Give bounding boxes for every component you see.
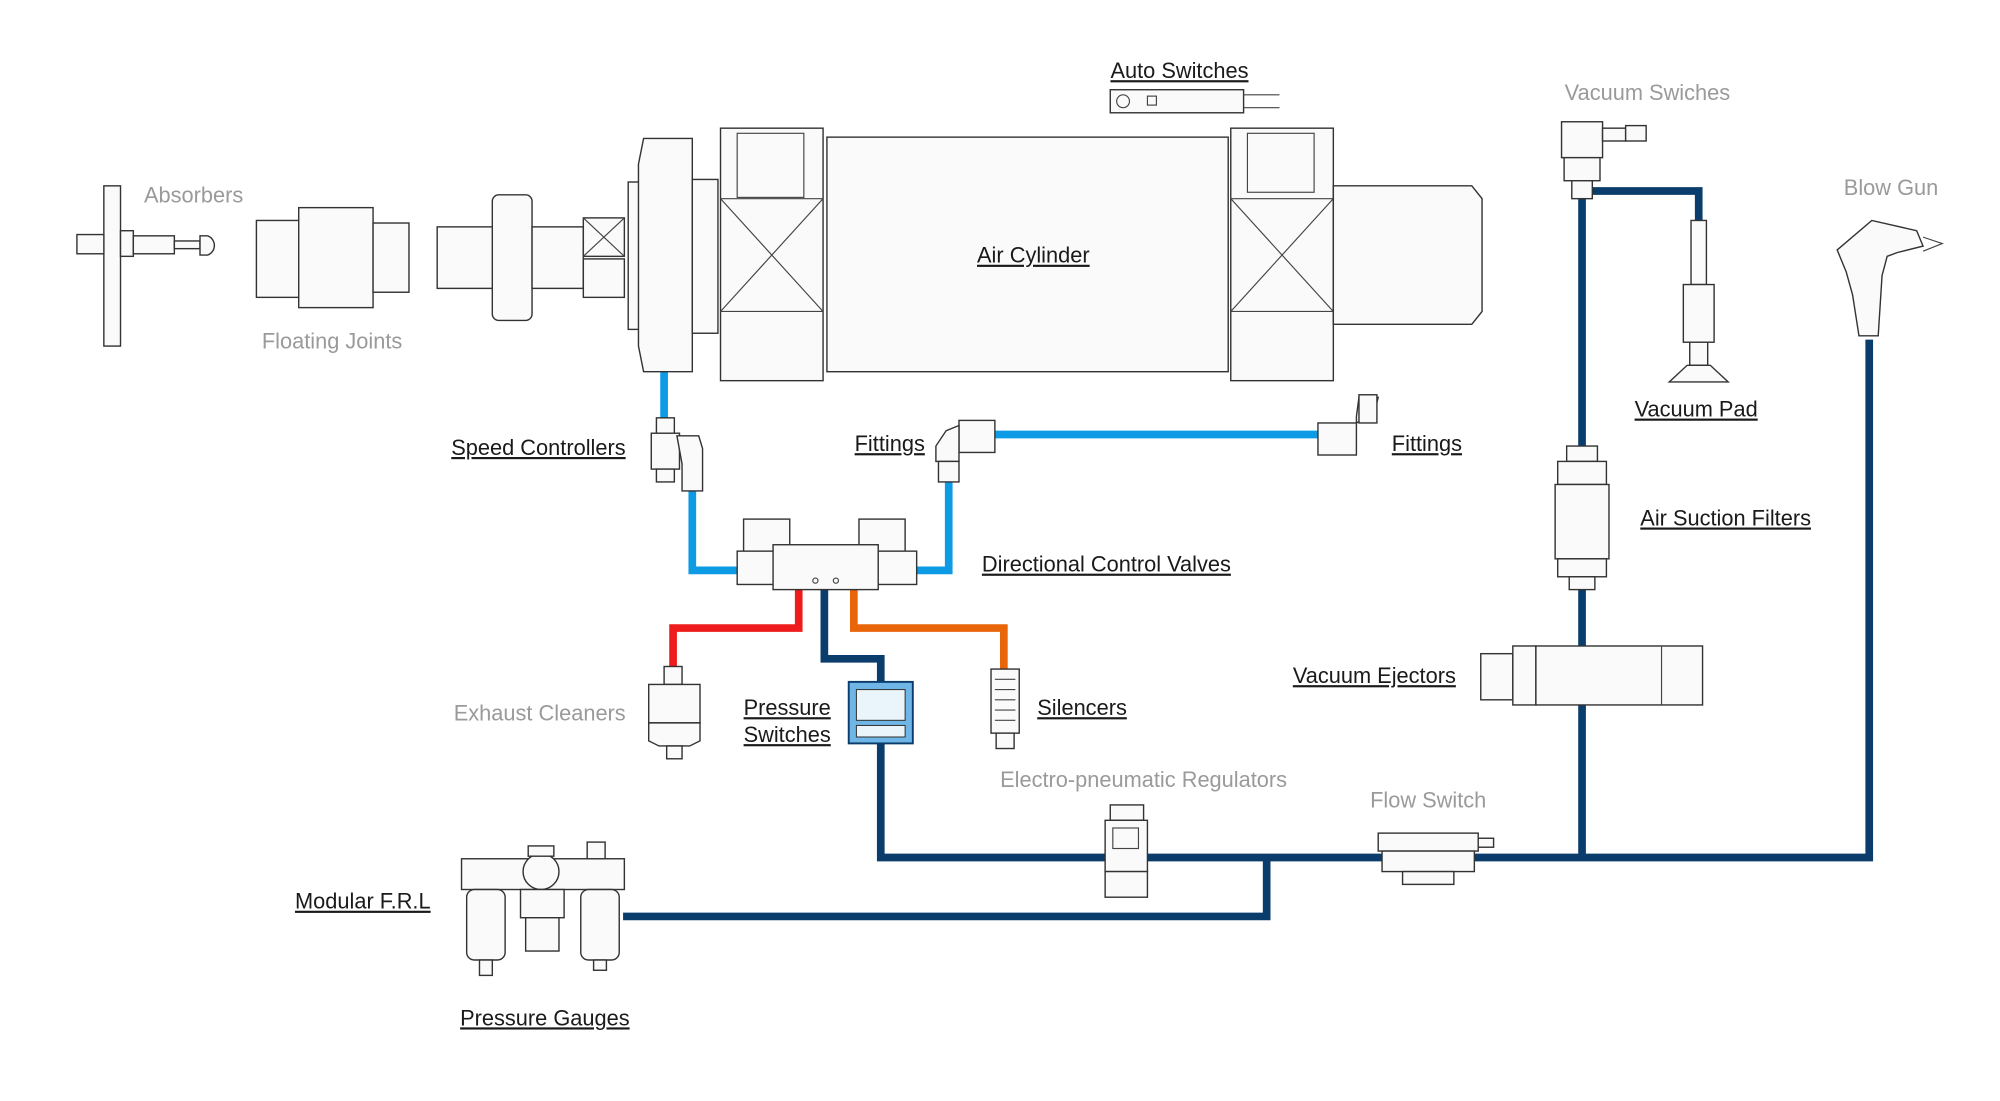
exhaust-cleaner-component[interactable]: [648, 665, 701, 760]
pipe-navy-main-line: [876, 339, 1874, 862]
pipe-navy-frl: [623, 857, 1271, 921]
pipe-orange-silencer: [850, 587, 1008, 670]
flow-switch-component[interactable]: [1377, 832, 1495, 886]
air-cylinder-component[interactable]: [719, 127, 1483, 382]
floating-joint-component: [255, 206, 410, 309]
label-fittings-left[interactable]: Fittings: [855, 431, 925, 456]
label-vacuum-switches: Vacuum Swiches: [1565, 80, 1731, 105]
label-pressure-switches-line2[interactable]: Switches: [744, 722, 831, 747]
blow-gun-component[interactable]: [1836, 219, 1944, 337]
label-air-suction-filters[interactable]: Air Suction Filters: [1640, 506, 1811, 531]
absorber-component: [76, 185, 216, 347]
label-floating-joints: Floating Joints: [262, 329, 403, 354]
label-directional-control-valves[interactable]: Directional Control Valves: [982, 552, 1231, 577]
pipe-light-blue-speed-controller-to-valve: [688, 490, 742, 575]
modular-frl-component[interactable]: [460, 841, 626, 977]
label-flow-switch: Flow Switch: [1370, 787, 1486, 812]
label-silencers[interactable]: Silencers: [1037, 695, 1127, 720]
pipe-navy-vacuum-pad: [1582, 187, 1703, 225]
labels: Auto Switches Air Cylinder Absorbers Flo…: [144, 58, 1938, 1030]
label-exhaust-cleaners: Exhaust Cleaners: [454, 700, 626, 725]
vacuum-switch-component[interactable]: [1560, 121, 1647, 200]
fitting-left-component[interactable]: [935, 419, 996, 483]
pipe-light-blue-valve-to-fitting: [912, 476, 953, 575]
electro-pneumatic-regulator-component[interactable]: [1104, 804, 1149, 898]
silencer-component[interactable]: [990, 668, 1020, 750]
air-suction-filter-component[interactable]: [1554, 445, 1610, 591]
vacuum-ejector-component[interactable]: [1480, 645, 1704, 706]
label-auto-switches[interactable]: Auto Switches: [1110, 58, 1248, 83]
label-electro-pneumatic-regulators: Electro-pneumatic Regulators: [1000, 767, 1287, 792]
label-modular-frl[interactable]: Modular F.R.L: [295, 889, 431, 914]
pipe-red-exhaust: [669, 587, 803, 670]
auto-switch-component[interactable]: [1109, 89, 1280, 114]
pressure-switch-component[interactable]: [847, 680, 914, 745]
label-vacuum-pad[interactable]: Vacuum Pad: [1635, 397, 1758, 422]
speed-controller-component[interactable]: [650, 417, 704, 492]
pipe-navy-pressure-switch: [820, 587, 885, 684]
label-pressure-gauges[interactable]: Pressure Gauges: [460, 1005, 630, 1030]
directional-control-valve-component[interactable]: [736, 518, 918, 591]
label-absorbers: Absorbers: [144, 183, 243, 208]
label-fittings-right[interactable]: Fittings: [1392, 431, 1462, 456]
label-air-cylinder[interactable]: Air Cylinder: [977, 243, 1090, 268]
label-blow-gun: Blow Gun: [1844, 175, 1938, 200]
vacuum-pad-component[interactable]: [1667, 219, 1731, 383]
label-vacuum-ejectors[interactable]: Vacuum Ejectors: [1293, 663, 1456, 688]
piston-rod-and-nut: [436, 137, 719, 373]
fitting-right-component[interactable]: [1317, 394, 1380, 456]
label-speed-controllers[interactable]: Speed Controllers: [451, 435, 625, 460]
label-pressure-switches-line1[interactable]: Pressure: [744, 695, 831, 720]
pipes: [623, 187, 1874, 921]
